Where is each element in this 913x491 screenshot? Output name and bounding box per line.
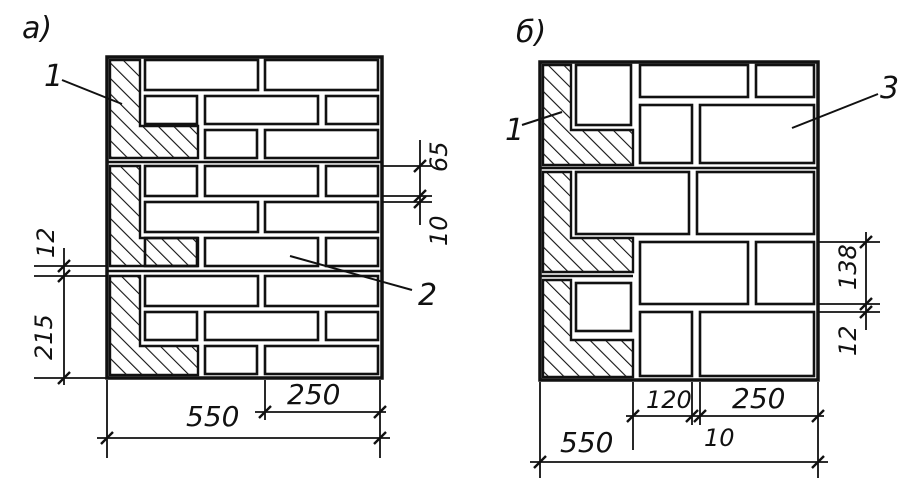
dim-tick bbox=[373, 405, 387, 419]
callout-1: 1 bbox=[44, 59, 63, 94]
dim-tick bbox=[533, 455, 547, 469]
brick bbox=[324, 236, 380, 268]
brick bbox=[324, 164, 380, 198]
panel-a: а) bbox=[22, 11, 453, 458]
dim-tick bbox=[859, 235, 873, 249]
block bbox=[695, 170, 816, 236]
dim-tick bbox=[413, 159, 427, 173]
dim-65: 65 bbox=[425, 141, 453, 172]
dim-120: 120 bbox=[646, 386, 692, 414]
brick bbox=[324, 94, 380, 126]
brick bbox=[203, 310, 320, 342]
dim-tick bbox=[693, 409, 707, 423]
brick bbox=[143, 164, 199, 198]
panel-a-frame bbox=[105, 55, 384, 380]
insulation-block bbox=[541, 278, 635, 379]
dim-550: 550 bbox=[186, 400, 239, 433]
panel-a-bricks bbox=[143, 58, 380, 376]
panel-b: б) 1 3 bbox=[505, 15, 899, 478]
brick bbox=[143, 274, 260, 308]
block bbox=[754, 240, 816, 306]
block bbox=[574, 63, 633, 127]
dim-tick bbox=[57, 259, 71, 273]
dim-215: 215 bbox=[30, 314, 58, 360]
dim-tick bbox=[811, 409, 825, 423]
brick bbox=[203, 164, 320, 198]
dim-138: 138 bbox=[834, 244, 862, 290]
dim-tick bbox=[811, 455, 825, 469]
block bbox=[754, 63, 816, 99]
brick bbox=[263, 200, 380, 234]
dim-tick bbox=[413, 195, 427, 209]
panel-a-insulation bbox=[108, 58, 200, 377]
callout-1-b-leader bbox=[521, 111, 563, 126]
callout-3-leader bbox=[791, 93, 879, 129]
dim-250: 250 bbox=[287, 378, 340, 411]
dim-tick bbox=[685, 409, 699, 423]
dim-tick bbox=[258, 405, 272, 419]
brick bbox=[263, 58, 380, 92]
insulation-block bbox=[108, 58, 200, 160]
insulation-block bbox=[541, 170, 635, 274]
dim-550-b: 550 bbox=[560, 426, 613, 459]
brick bbox=[203, 128, 259, 160]
block bbox=[698, 103, 816, 165]
dim-tick bbox=[373, 431, 387, 445]
brick bbox=[203, 236, 320, 268]
callout-2: 2 bbox=[418, 278, 437, 313]
block bbox=[574, 281, 633, 333]
brick bbox=[203, 94, 320, 126]
dim-tick bbox=[100, 431, 114, 445]
dim-10-b: 10 bbox=[704, 424, 735, 452]
callout-2-leader bbox=[289, 255, 413, 291]
brick bbox=[263, 128, 380, 160]
panel-b-title: б) bbox=[516, 15, 546, 50]
dim-tick bbox=[57, 269, 71, 283]
brick bbox=[263, 344, 380, 376]
dim-tick bbox=[626, 409, 640, 423]
panel-b-insulation bbox=[541, 63, 635, 379]
panel-a-title: а) bbox=[22, 11, 52, 46]
brick bbox=[143, 200, 260, 234]
block bbox=[638, 240, 750, 306]
callout-1-b: 1 bbox=[505, 113, 524, 148]
dim-250-b: 250 bbox=[732, 382, 785, 415]
brick bbox=[203, 344, 259, 376]
dim-tick bbox=[57, 371, 71, 385]
insulation-block bbox=[108, 164, 200, 268]
dim-10: 10 bbox=[425, 215, 453, 246]
brick bbox=[143, 58, 260, 92]
panel-b-blocks bbox=[574, 63, 816, 378]
dim-12: 12 bbox=[32, 227, 60, 258]
dim-tick bbox=[859, 305, 873, 319]
brick bbox=[143, 310, 199, 342]
callout-1-leader bbox=[61, 79, 123, 105]
brick bbox=[263, 274, 380, 308]
panel-b-frame bbox=[538, 60, 820, 382]
dim-12-b: 12 bbox=[834, 325, 862, 356]
insulation-block bbox=[541, 63, 635, 167]
block bbox=[638, 103, 694, 165]
block bbox=[574, 170, 691, 236]
dim-tick bbox=[413, 189, 427, 203]
dim-tick bbox=[859, 297, 873, 311]
block bbox=[638, 63, 750, 99]
insulation-block bbox=[108, 274, 200, 377]
brick bbox=[143, 94, 199, 126]
brick bbox=[324, 310, 380, 342]
block bbox=[638, 310, 694, 378]
callout-3: 3 bbox=[880, 71, 899, 106]
block bbox=[698, 310, 816, 378]
